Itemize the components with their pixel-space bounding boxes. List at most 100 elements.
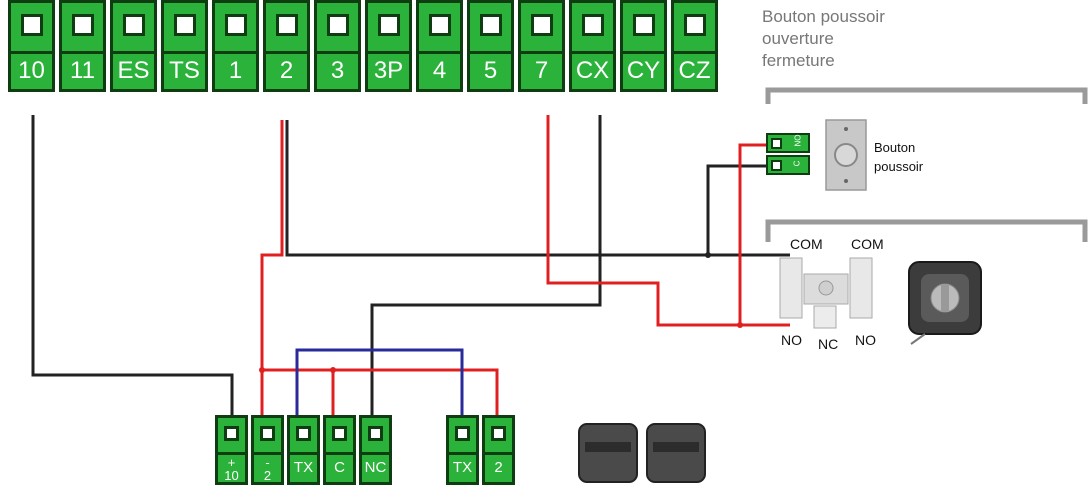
screw-icon [287, 415, 320, 455]
photocell-device-image [578, 423, 706, 483]
terminal-3p[interactable]: 3P [365, 0, 412, 92]
screw-icon [215, 415, 248, 455]
terminal-plus-10[interactable]: +10 [215, 415, 248, 485]
terminal-2[interactable]: 2 [482, 415, 515, 485]
wire-black-pushbutton-c [706, 164, 775, 255]
screw-icon [416, 0, 463, 54]
wire-blue-tx [295, 348, 464, 420]
no-left-label: NO [781, 332, 802, 348]
terminal-label: 7 [518, 54, 565, 92]
terminal-label: CY [620, 54, 667, 92]
pushbutton-label-line1: Bouton [874, 140, 916, 155]
terminal-label: 2 [263, 54, 310, 92]
screw-icon [467, 0, 514, 54]
pushbutton-terminal[interactable]: NO C [766, 133, 810, 176]
screw-icon [161, 0, 208, 54]
terminal-tx[interactable]: TX [287, 415, 320, 485]
screw-icon [314, 0, 361, 54]
junction-dot [259, 367, 265, 373]
terminal-es[interactable]: ES [110, 0, 157, 92]
pushbutton-section-title: Bouton poussoir ouverture fermeture [762, 6, 885, 72]
com-right-label: COM [851, 236, 884, 252]
terminal-label: C [323, 455, 356, 485]
terminal-label-line2: 2 [263, 468, 272, 483]
terminal-11[interactable]: 11 [59, 0, 106, 92]
terminal-cz[interactable]: CZ [671, 0, 718, 92]
screw-icon [620, 0, 667, 54]
junction-dot [705, 252, 711, 258]
terminal-label: CZ [671, 54, 718, 92]
screw-icon [59, 0, 106, 54]
terminal-3[interactable]: 3 [314, 0, 361, 92]
section-title-line1: Bouton poussoir [762, 7, 885, 26]
terminal-cx[interactable]: CX [569, 0, 616, 92]
screw-icon [518, 0, 565, 54]
terminal-tx[interactable]: TX [446, 415, 479, 485]
terminal-label: 11 [59, 54, 106, 92]
terminal-label: 5 [467, 54, 514, 92]
pushbutton-device-image [825, 119, 867, 191]
screw-icon [212, 0, 259, 54]
wire-red-pushbutton-no [738, 143, 775, 325]
section-title-line2: ouverture [762, 29, 834, 48]
pushbutton-label: Bouton poussoir [874, 138, 923, 176]
screw-icon [482, 415, 515, 455]
wire-red-7-no [546, 115, 790, 327]
terminal-label: TX [287, 455, 320, 485]
terminal-2[interactable]: 2 [263, 0, 310, 92]
screw-icon [251, 415, 284, 455]
terminal-5[interactable]: 5 [467, 0, 514, 92]
wire-black-cx-nc [370, 115, 602, 420]
terminal-label: 2 [482, 455, 515, 485]
terminal-minus-2[interactable]: -2 [251, 415, 284, 485]
junction-dot [737, 322, 743, 328]
terminal-label: CX [569, 54, 616, 92]
no-right-label: NO [855, 332, 876, 348]
terminal-label: NC [359, 455, 392, 485]
screw-icon [569, 0, 616, 54]
wire-black-10 [31, 115, 234, 420]
terminal-1[interactable]: 1 [212, 0, 259, 92]
key-switch-device-image [908, 261, 982, 345]
screw-icon [263, 0, 310, 54]
screw-icon [8, 0, 55, 54]
terminal-c[interactable]: C [323, 415, 356, 485]
terminal-c-label: C [792, 160, 802, 167]
terminal-label: ES [110, 54, 157, 92]
wire-red-2 [260, 120, 284, 420]
wire-black-2-com [285, 120, 790, 257]
wire-red-bridge [262, 368, 499, 420]
com-left-label: COM [790, 236, 823, 252]
terminal-ts[interactable]: TS [161, 0, 208, 92]
pushbutton-label-line2: poussoir [874, 159, 924, 174]
screw-icon [323, 415, 356, 455]
terminal-label: 4 [416, 54, 463, 92]
section-bracket-top [765, 87, 1088, 104]
terminal-label: 1 [212, 54, 259, 92]
section-bracket-mid [765, 219, 1088, 242]
junction-dot [330, 367, 336, 373]
terminal-4[interactable]: 4 [416, 0, 463, 92]
terminal-label-line2: 10 [224, 468, 239, 483]
screw-icon [110, 0, 157, 54]
screw-icon [671, 0, 718, 54]
screw-icon [359, 415, 392, 455]
terminal-label: +10 [215, 455, 248, 485]
key-switch-contacts-image [779, 257, 873, 329]
terminal-cy[interactable]: CY [620, 0, 667, 92]
terminal-label-line1: - [265, 455, 270, 470]
terminal-label: TX [446, 455, 479, 485]
terminal-10[interactable]: 10 [8, 0, 55, 92]
terminal-label: 10 [8, 54, 55, 92]
screw-icon [446, 415, 479, 455]
terminal-label: 3 [314, 54, 361, 92]
terminal-nc[interactable]: NC [359, 415, 392, 485]
screw-icon [365, 0, 412, 54]
terminal-label: -2 [251, 455, 284, 485]
nc-label: NC [818, 336, 839, 352]
terminal-7[interactable]: 7 [518, 0, 565, 92]
section-title-line3: fermeture [762, 51, 835, 70]
terminal-label-line1: + [227, 455, 236, 470]
terminal-no-label: NO [793, 134, 803, 147]
